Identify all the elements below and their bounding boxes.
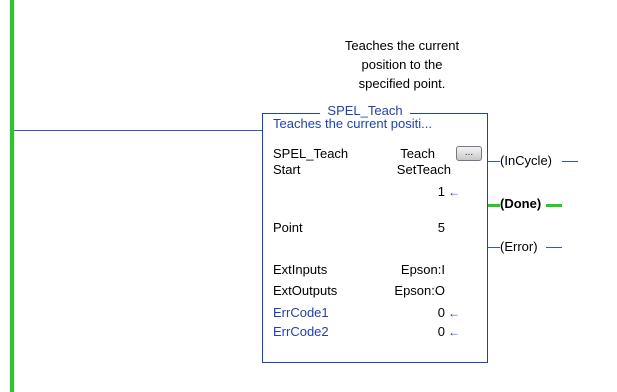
param-label: SPEL_Teach [273,146,349,161]
param-label: ExtInputs [273,262,328,277]
comment-line-3: specified point. [358,76,446,91]
param-row-extoutputs[interactable]: ExtOutputs Epson:O [273,283,473,299]
rung-wire-left [14,130,263,131]
value-arrow-icon: ← [448,306,460,320]
coil-error[interactable]: (Error) [500,239,538,254]
param-row-point[interactable]: Point 5 [273,220,473,236]
wire-done-out [546,204,562,207]
block-description: Teaches the current positi... [273,116,432,131]
value-arrow-icon: ← [448,185,460,199]
param-row-errcode1: ErrCode1 0 ← [273,305,473,321]
ladder-power-rail [10,0,14,392]
param-value: 0 [437,324,445,339]
coil-incycle[interactable]: (InCycle) [500,153,553,168]
wire-error-out [546,247,562,248]
param-value: Epson:I [400,262,445,277]
coil-done[interactable]: (Done) [500,196,542,211]
param-row-errcode2: ErrCode2 0 ← [273,324,473,340]
rung-comment: Teaches the current position to the spec… [302,36,502,93]
param-value: 0 [437,305,445,320]
block-title-backdrop [320,108,410,118]
param-label: Point [273,220,303,235]
config-ellipsis-button[interactable]: ... [456,146,482,161]
function-block[interactable] [262,113,488,363]
wire-incycle-out [562,161,578,162]
comment-line-1: Teaches the current [344,38,460,53]
param-label: Start [273,162,301,177]
param-row-start-state: 1 ← [273,184,473,200]
wire-incycle-in [488,161,500,162]
param-row-extinputs[interactable]: ExtInputs Epson:I [273,262,473,278]
param-value: SetTeach [396,162,451,177]
wire-error-in [488,247,500,248]
param-row-start[interactable]: Start SetTeach [273,162,473,178]
param-value: Epson:O [394,283,445,298]
value-arrow-icon: ← [448,325,460,339]
block-title: SPEL_Teach [327,103,403,118]
param-value: 5 [437,220,445,235]
param-value: Teach [400,146,435,161]
param-row-instance[interactable]: SPEL_Teach Teach [273,146,473,162]
param-label: ErrCode1 [273,305,329,320]
param-label: ExtOutputs [273,283,338,298]
param-value: 1 [437,184,445,199]
param-label: ErrCode2 [273,324,329,339]
comment-line-2: position to the [361,57,443,72]
wire-done-in [488,204,500,207]
